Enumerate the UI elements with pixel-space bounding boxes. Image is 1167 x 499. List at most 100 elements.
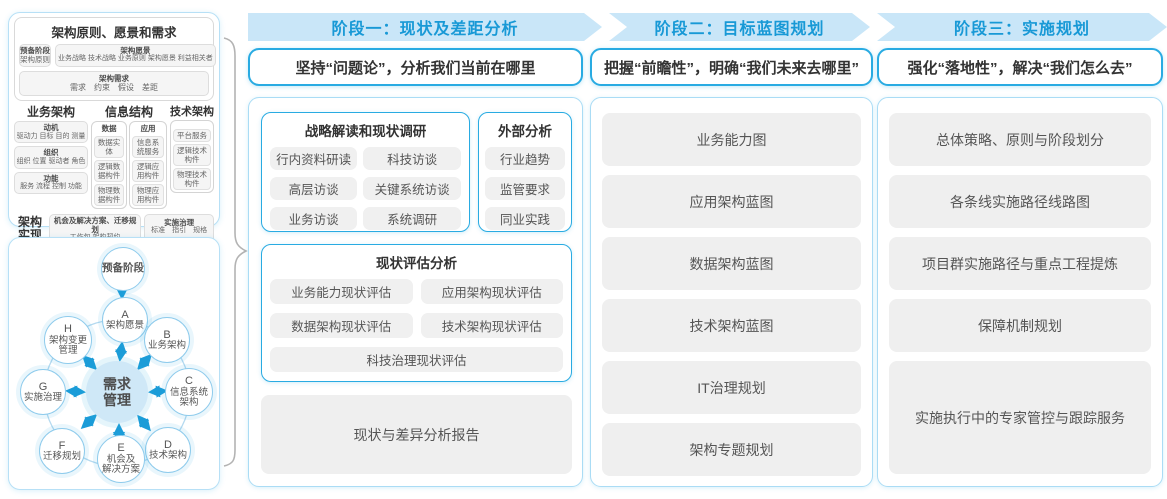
architecture-columns: 业务架构 动机 驱动力 目标 目的 测量 组织 组织 位置 驱动者 角色 功能 … <box>14 105 214 209</box>
prep-phase-line2: 架构原则 <box>20 55 50 65</box>
blueprint-item: 应用架构蓝图 <box>602 175 861 228</box>
adm-node-label: 迁移规划 <box>42 450 81 462</box>
requirements-box: 架构需求 需求 约束 假设 差距 <box>19 70 209 97</box>
phase2-slogan: 把握“前瞻性”，明确“我们未来去哪里” <box>590 48 873 86</box>
phase3-header-band: 阶段三：实施规划 <box>877 13 1167 41</box>
technology-item: 物理技术构件 <box>173 168 211 191</box>
adm-node-id: G <box>38 380 48 393</box>
technology-item: 平台服务 <box>173 129 211 143</box>
research-item: 高层访谈 <box>270 177 358 200</box>
function-items: 服务 流程 控制 功能 <box>20 182 82 190</box>
phase2-header-band: 阶段二：目标蓝图规划 <box>609 13 870 41</box>
organization-items: 组织 位置 驱动者 角色 <box>16 157 86 165</box>
technology-group: 平台服务 逻辑技术构件 物理技术构件 <box>170 120 214 194</box>
governance-title: 实施治理 <box>164 217 195 227</box>
motivation-title: 动机 <box>43 123 59 133</box>
adm-node-label: 技术架构 <box>148 449 187 461</box>
phase2-panel: 业务能力图 应用架构蓝图 数据架构蓝图 技术架构蓝图 IT治理规划 架构专题规划 <box>590 97 873 487</box>
implementation-item: 实施执行中的专家管控与跟踪服务 <box>889 361 1151 474</box>
research-item: 科技访谈 <box>363 147 461 170</box>
external-item: 监管要求 <box>485 177 565 200</box>
research-item: 关键系统访谈 <box>363 177 461 200</box>
adm-center-label: 需求管理 <box>103 375 131 408</box>
opportunities-migration-title: 机会及解决方案、迁移规划 <box>53 215 137 235</box>
function-box: 功能 服务 流程 控制 功能 <box>14 171 88 194</box>
implementation-item: 总体策略、原则与阶段划分 <box>889 113 1151 166</box>
external-analysis-group: 外部分析 行业趋势 监管要求 同业实践 <box>478 112 572 232</box>
strategy-research-title: 战略解读和现状调研 <box>304 124 427 139</box>
data-group-title: 数据 <box>101 124 117 134</box>
phase3-header: 阶段三：实施规划 <box>953 21 1090 38</box>
adm-node-id: C <box>185 375 193 388</box>
application-group: 应用 信息系统服务 逻辑应用构件 物理应用构件 <box>129 121 167 209</box>
strategy-research-group: 战略解读和现状调研 行内资料研读 科技访谈 高层访谈 关键系统访谈 业务访谈 系… <box>261 112 470 232</box>
application-item: 信息系统服务 <box>132 135 164 158</box>
assessment-title: 现状评估分析 <box>376 256 457 271</box>
data-item: 逻辑数据构件 <box>94 159 125 182</box>
adm-node-label: 架构愿景 <box>105 319 144 331</box>
requirements-title: 架构需求 <box>99 73 129 83</box>
data-item: 数据实体 <box>94 135 125 158</box>
prep-phase-box: 预备阶段 架构原则 <box>19 44 51 67</box>
curly-brace <box>223 37 248 467</box>
adm-node-label: 预备阶段 <box>102 262 144 275</box>
motivation-box: 动机 驱动力 目标 目的 测量 <box>14 121 88 144</box>
gap-analysis-report-box: 现状与差异分析报告 <box>261 395 572 474</box>
adm-node-f: F 迁移规划 <box>39 428 85 474</box>
governance-items: 标准 指引 规格 <box>151 227 208 235</box>
assessment-item: 技术架构现状评估 <box>420 313 563 338</box>
application-item: 逻辑应用构件 <box>132 159 164 182</box>
organization-title: 组织 <box>43 148 59 158</box>
external-analysis-title: 外部分析 <box>498 124 552 139</box>
adm-node-a: A 架构愿景 <box>102 297 148 343</box>
implementation-item: 项目群实施路径与重点工程提炼 <box>889 237 1151 290</box>
adm-node-id: B <box>163 328 171 341</box>
adm-node-label: 机会及 解决方案 <box>101 453 140 476</box>
adm-node-g: G 实施治理 <box>20 369 66 415</box>
adm-node-label: 架构变更 管理 <box>48 334 87 357</box>
assessment-group: 现状评估分析 业务能力现状评估 应用架构现状评估 数据架构现状评估 技术架构现状… <box>261 244 572 382</box>
blueprint-item: 架构专题规划 <box>602 423 861 476</box>
business-architecture-column: 业务架构 动机 驱动力 目标 目的 测量 组织 组织 位置 驱动者 角色 功能 … <box>14 105 88 209</box>
phase1-slogan: 坚持“问题论”，分析我们当前在哪里 <box>248 48 583 86</box>
principles-section: 架构原则、愿景和需求 预备阶段 架构原则 架构愿景 业务战略 技术战略 业务原则… <box>14 17 216 102</box>
assessment-item: 应用架构现状评估 <box>420 279 563 304</box>
adm-node-preliminary: 预备阶段 <box>101 247 145 291</box>
information-structure-title: 信息结构 <box>104 105 153 120</box>
adm-node-id: E <box>117 442 125 455</box>
application-group-title: 应用 <box>140 124 156 134</box>
data-item: 物理数据构件 <box>94 183 125 206</box>
blueprint-item: 技术架构蓝图 <box>602 299 861 352</box>
assessment-item: 数据架构现状评估 <box>270 313 413 338</box>
technology-item: 逻辑技术构件 <box>173 144 211 167</box>
research-item: 业务访谈 <box>270 207 358 230</box>
phase2-header: 阶段二：目标蓝图规划 <box>654 21 825 38</box>
blueprint-item: IT治理规划 <box>602 361 861 414</box>
adm-center-requirements: 需求管理 <box>86 361 148 423</box>
technical-architecture-column: 技术架构 平台服务 逻辑技术构件 物理技术构件 <box>170 106 214 209</box>
motivation-items: 驱动力 目标 目的 测量 <box>16 132 86 140</box>
implementation-item: 保障机制规划 <box>889 299 1151 352</box>
information-structure-column: 信息结构 数据 数据实体 逻辑数据构件 物理数据构件 应用 信息系统服务 逻辑应… <box>91 105 167 209</box>
external-item: 同业实践 <box>485 207 565 230</box>
adm-node-e: E 机会及 解决方案 <box>97 435 145 483</box>
prep-phase-line1: 预备阶段 <box>20 46 50 55</box>
phase1-header-band: 阶段一：现状及差距分析 <box>248 13 602 41</box>
adm-node-id: H <box>64 323 72 336</box>
adm-node-id: D <box>164 438 172 451</box>
adm-node-id: A <box>121 308 129 321</box>
data-group: 数据 数据实体 逻辑数据构件 物理数据构件 <box>91 121 128 209</box>
adm-node-label: 实施治理 <box>23 391 62 403</box>
phase1-header: 阶段一：现状及差距分析 <box>331 21 519 38</box>
adm-node-label: 业务架构 <box>147 339 186 351</box>
requirements-items: 需求 约束 假设 差距 <box>70 83 158 93</box>
organization-box: 组织 组织 位置 驱动者 角色 <box>14 146 88 169</box>
adm-node-c: C 信息系统 架构 <box>165 368 213 416</box>
phase3-panel: 总体策略、原则与阶段划分 各条线实施路径线路图 项目群实施路径与重点工程提炼 保… <box>877 97 1163 487</box>
function-title: 功能 <box>43 173 59 183</box>
assessment-item: 科技治理现状评估 <box>270 347 563 372</box>
adm-node-id: F <box>58 439 66 452</box>
implementation-item: 各条线实施路径线路图 <box>889 175 1151 228</box>
assessment-item: 业务能力现状评估 <box>270 279 413 304</box>
